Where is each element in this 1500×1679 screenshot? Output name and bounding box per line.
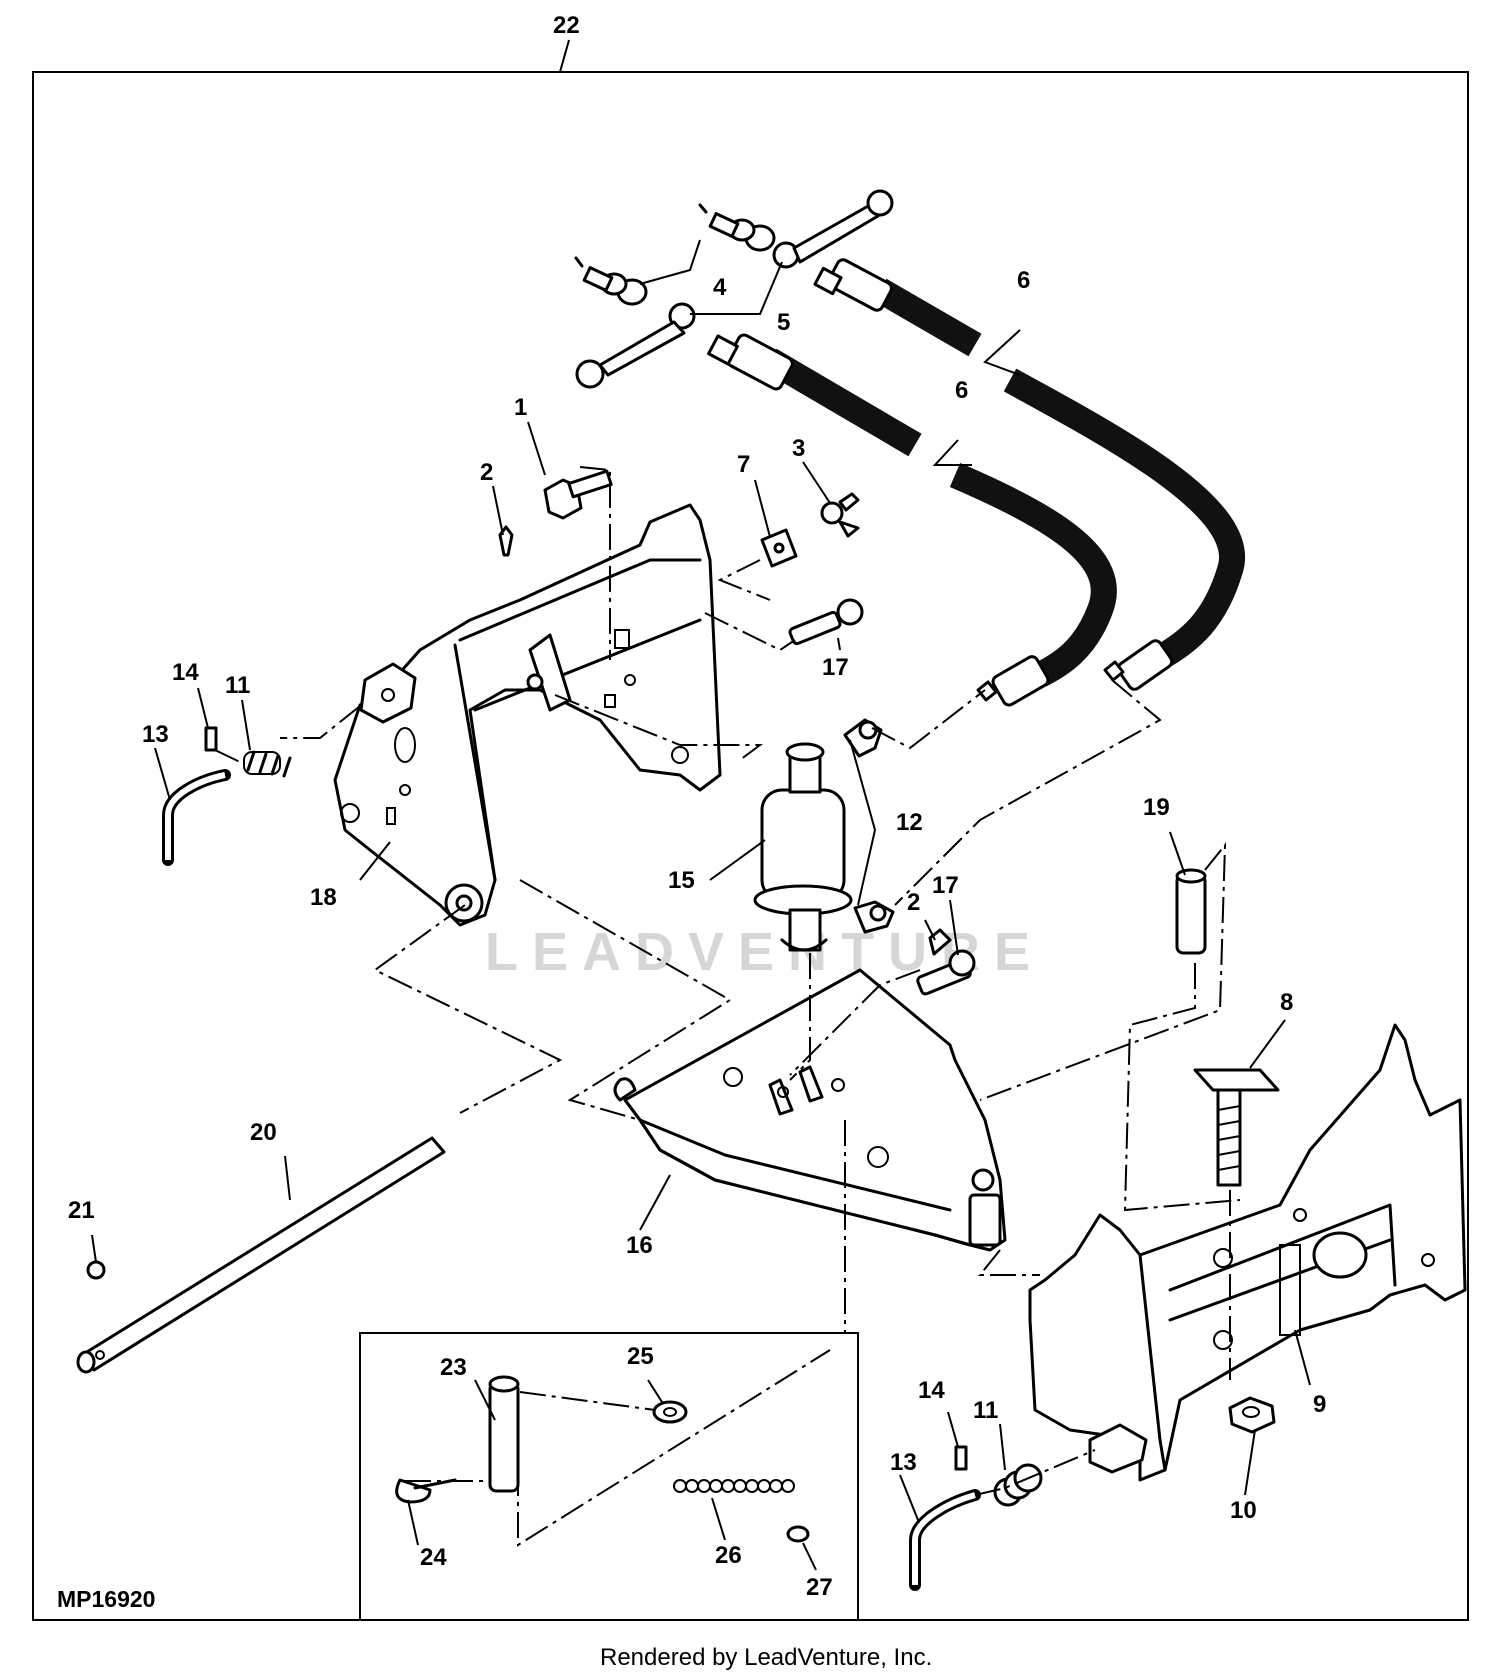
pin-17-upper <box>788 598 864 646</box>
callout-7: 7 <box>737 451 750 478</box>
pin-17-lower <box>916 949 976 996</box>
link-rod-upper <box>772 189 894 269</box>
callout-26: 26 <box>715 1542 742 1569</box>
callout-13-left: 13 <box>142 721 169 748</box>
callout-12: 12 <box>896 809 923 836</box>
frame-outline <box>32 39 1469 1621</box>
callout-leaders <box>91 421 1311 1571</box>
spring-11-left <box>243 750 292 778</box>
callout-6-lower: 6 <box>955 377 968 404</box>
clip-7 <box>760 528 798 568</box>
callout-11-left: 11 <box>225 672 250 699</box>
callout-10: 10 <box>1230 1497 1257 1524</box>
callout-17-lower: 17 <box>932 872 959 899</box>
callout-leaders-4-5 <box>639 239 1021 466</box>
callout-labels: 22 4 5 6 6 1 2 7 3 17 14 11 13 18 12 15 … <box>68 12 1326 1601</box>
washer-25 <box>652 1400 688 1424</box>
callout-23: 23 <box>440 1354 467 1381</box>
hex-nut-10 <box>1228 1396 1276 1434</box>
roll-pin-14-right <box>954 1445 968 1471</box>
cotter-pin-2-lower <box>928 928 952 956</box>
hydraulic-hose-upper <box>813 258 1245 691</box>
callout-27: 27 <box>806 1574 833 1601</box>
pull-pin-13-right <box>909 1489 981 1591</box>
callout-18: 18 <box>310 884 337 911</box>
elbow-12-lower <box>853 900 895 934</box>
callout-4: 4 <box>713 274 727 301</box>
callout-3: 3 <box>792 435 805 462</box>
pull-pin-13-left <box>162 769 231 866</box>
callout-25: 25 <box>627 1343 654 1370</box>
callout-13-right: 13 <box>890 1449 917 1476</box>
callout-1: 1 <box>514 394 527 421</box>
hydraulic-hose-lower <box>707 333 1117 707</box>
carriage-bolt-8 <box>1193 1068 1280 1187</box>
callout-17-upper: 17 <box>822 654 849 681</box>
link-rod-lower <box>575 302 696 389</box>
clip-3 <box>820 492 860 538</box>
inset-frame <box>33 1332 859 1621</box>
roll-pin-14-left <box>204 726 218 752</box>
callout-24: 24 <box>420 1544 447 1571</box>
callout-14-left: 14 <box>172 659 199 686</box>
callout-11-right: 11 <box>973 1397 998 1424</box>
bushing-19 <box>1175 868 1207 955</box>
ring-21 <box>86 1260 106 1280</box>
callout-9: 9 <box>1313 1391 1326 1418</box>
callout-8: 8 <box>1280 989 1293 1016</box>
mount-frame-9 <box>1028 1023 1467 1482</box>
callout-2-lower: 2 <box>907 889 920 916</box>
callout-22: 22 <box>553 12 580 39</box>
carrier-16 <box>613 968 1007 1252</box>
fitting-upper <box>698 203 776 252</box>
figure-id: MP16920 <box>57 1586 155 1612</box>
callout-16: 16 <box>626 1232 653 1259</box>
elbow-12-upper <box>843 718 883 758</box>
bracket-18 <box>333 503 722 927</box>
callout-21: 21 <box>68 1197 95 1224</box>
clip-24 <box>395 1478 457 1504</box>
cylinder-15 <box>753 742 853 952</box>
callout-5: 5 <box>777 309 790 336</box>
pin-23 <box>488 1375 520 1493</box>
callout-2-upper: 2 <box>480 459 493 486</box>
spring-11-right <box>993 1463 1043 1507</box>
assembly-lines <box>214 466 1241 1547</box>
callout-15: 15 <box>668 867 695 894</box>
callout-20: 20 <box>250 1119 277 1146</box>
bolt-1 <box>543 469 613 520</box>
callout-19: 19 <box>1143 794 1170 821</box>
footer-credit: Rendered by LeadVenture, Inc. <box>600 1644 932 1671</box>
long-pin-20 <box>76 1136 446 1374</box>
fitting-lower <box>574 256 648 306</box>
callout-14-right: 14 <box>918 1377 945 1404</box>
callout-6-upper: 6 <box>1017 267 1030 294</box>
chain-26 <box>673 1479 795 1493</box>
washer-27 <box>786 1525 810 1543</box>
